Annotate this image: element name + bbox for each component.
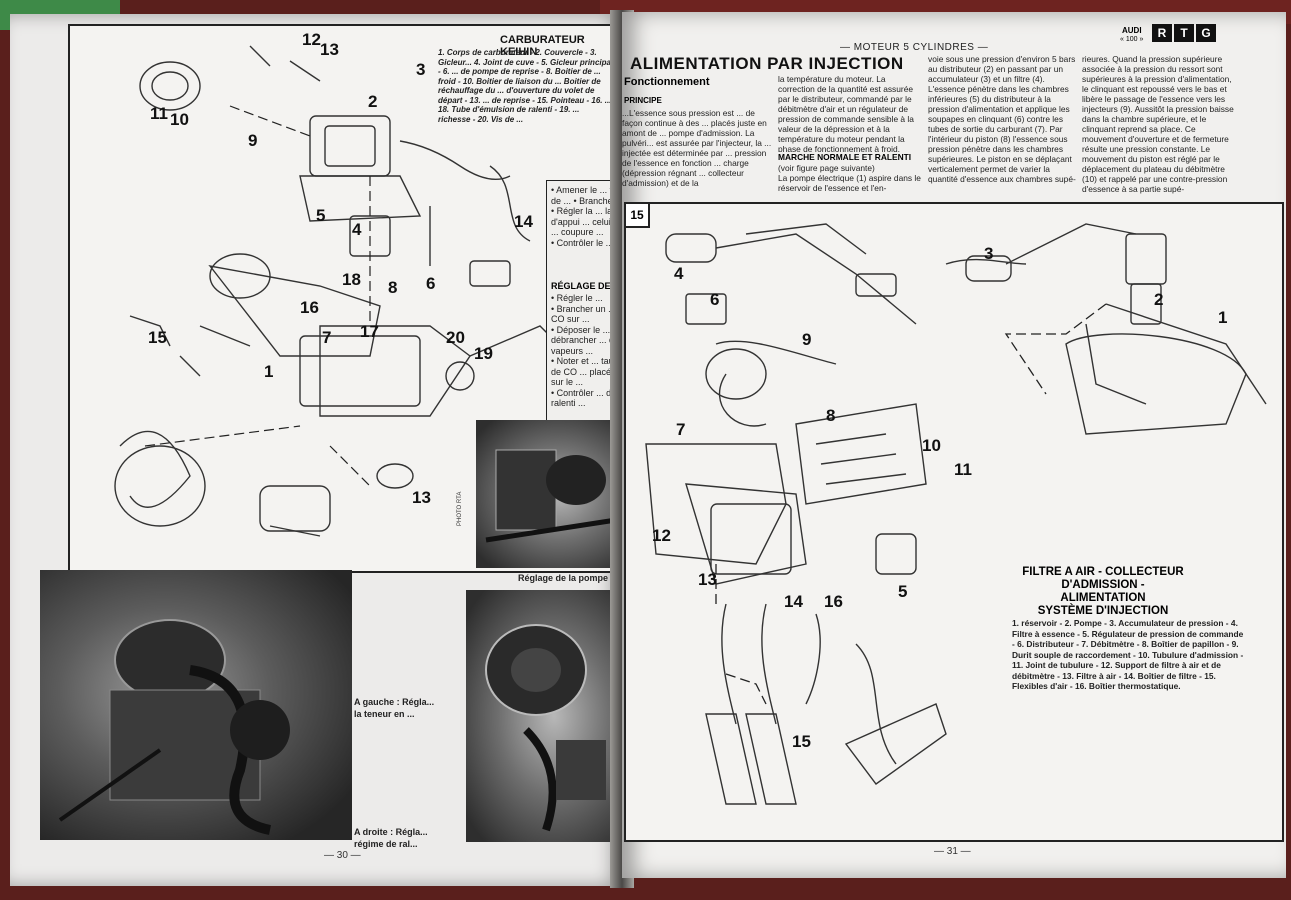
- rtg-logo-g: G: [1196, 24, 1216, 42]
- rtg-logo-r: R: [1152, 24, 1172, 42]
- callout-20: 20: [446, 328, 465, 347]
- callout-15: 15: [792, 732, 811, 751]
- column-2: la température du moteur. La correction …: [778, 74, 914, 152]
- brand-name: AUDI: [1122, 26, 1142, 35]
- callout-17: 17: [360, 322, 379, 341]
- callout-12: 12: [652, 526, 671, 545]
- callout-19: 19: [474, 344, 493, 363]
- callout-11: 11: [954, 460, 972, 479]
- carburetor-drawing: [114, 45, 561, 537]
- photo-credit: PHOTO RTA: [457, 491, 463, 526]
- legend-items: 1. Corps de carburateur - 2. Couvercle -…: [438, 48, 614, 124]
- callout-18: 18: [342, 270, 361, 289]
- photo-adjust-shapes: [485, 624, 606, 832]
- callout-1: 1: [264, 362, 274, 381]
- callout-15: 15: [148, 328, 167, 347]
- callout-13b: 13: [412, 488, 431, 507]
- figure-title: FILTRE A AIR - COLLECTEUR D'ADMISSION - …: [1022, 566, 1184, 617]
- page-number-left: — 30 —: [324, 850, 361, 861]
- callout-14: 14: [514, 212, 533, 231]
- callout-7: 7: [322, 328, 332, 347]
- photo-pump-shapes: [485, 449, 617, 543]
- principe-heading: PRINCIPE: [624, 96, 662, 105]
- injection-diagram: 15: [624, 202, 1284, 842]
- callout-14: 14: [784, 592, 803, 611]
- caption-left: A gauche : Régla... la teneur en ...: [354, 697, 435, 719]
- callout-9: 9: [248, 131, 258, 150]
- figure-number-box: 15: [624, 202, 650, 228]
- callout-3: 3: [984, 244, 994, 263]
- callout-12: 12: [302, 30, 321, 49]
- callout-6: 6: [426, 274, 436, 293]
- column-2-heading: MARCHE NORMALE ET RALENTI: [778, 152, 912, 162]
- callout-5: 5: [898, 582, 908, 601]
- callout-3: 3: [416, 60, 426, 79]
- caption-right: A droite : Régla... régime de ral...: [354, 827, 428, 849]
- settings-heading: RÉGLAGE DE LA ...: [551, 281, 635, 291]
- callout-10: 10: [170, 110, 189, 129]
- photo-adjust-2: [466, 590, 626, 842]
- photo-carburetor-shapes: [58, 619, 290, 835]
- left-page: CARBURATEUR KEIHIN 1. Corps de carburate…: [10, 14, 635, 886]
- callout-7: 7: [676, 420, 686, 439]
- callout-4: 4: [674, 264, 684, 283]
- header-chapter: — MOTEUR 5 CYLINDRES —: [840, 42, 989, 53]
- column-2-tail: (voir figure page suivante) La pompe éle…: [778, 163, 921, 193]
- figure-number: 15: [630, 208, 644, 222]
- column-3: voie sous une pression d'environ 5 bars …: [928, 54, 1076, 184]
- callout-6: 6: [710, 290, 720, 309]
- right-page: — MOTEUR 5 CYLINDRES — AUDI « 100 » R T …: [622, 12, 1286, 878]
- callout-13: 13: [698, 570, 717, 589]
- brand-model: « 100 »: [1120, 36, 1144, 43]
- callout-10: 10: [922, 436, 941, 455]
- callout-5: 5: [316, 206, 326, 225]
- column-1: ...L'essence sous pression est ... de fa…: [622, 108, 772, 188]
- callout-2: 2: [1154, 290, 1164, 309]
- callout-9: 9: [802, 330, 812, 349]
- photo-pump-adjust: [476, 420, 626, 568]
- section-subtitle: Fonctionnement: [624, 76, 710, 88]
- legend-text: CARBURATEUR KEIHIN: [500, 34, 585, 58]
- callout-4: 4: [352, 220, 362, 239]
- callout-8: 8: [388, 278, 398, 297]
- injection-drawing: [645, 223, 1267, 805]
- page-number-right: — 31 —: [934, 846, 971, 857]
- callout-2: 2: [368, 92, 378, 111]
- callout-16: 16: [300, 298, 319, 317]
- figure-legend: 1. réservoir - 2. Pompe - 3. Accumulateu…: [1012, 618, 1244, 691]
- callout-11: 11: [150, 104, 168, 123]
- callout-13: 13: [320, 40, 339, 59]
- callout-8: 8: [826, 406, 836, 425]
- section-title: ALIMENTATION PAR INJECTION: [630, 54, 904, 73]
- rtg-logo-t: T: [1174, 24, 1194, 42]
- column-4: rieures. Quand la pression supérieure as…: [1082, 54, 1234, 194]
- photo-carburetor-main: [40, 570, 352, 840]
- callout-1: 1: [1218, 308, 1228, 327]
- callout-16: 16: [824, 592, 843, 611]
- photo-caption-pump: Réglage de la pompe de re...: [518, 573, 628, 583]
